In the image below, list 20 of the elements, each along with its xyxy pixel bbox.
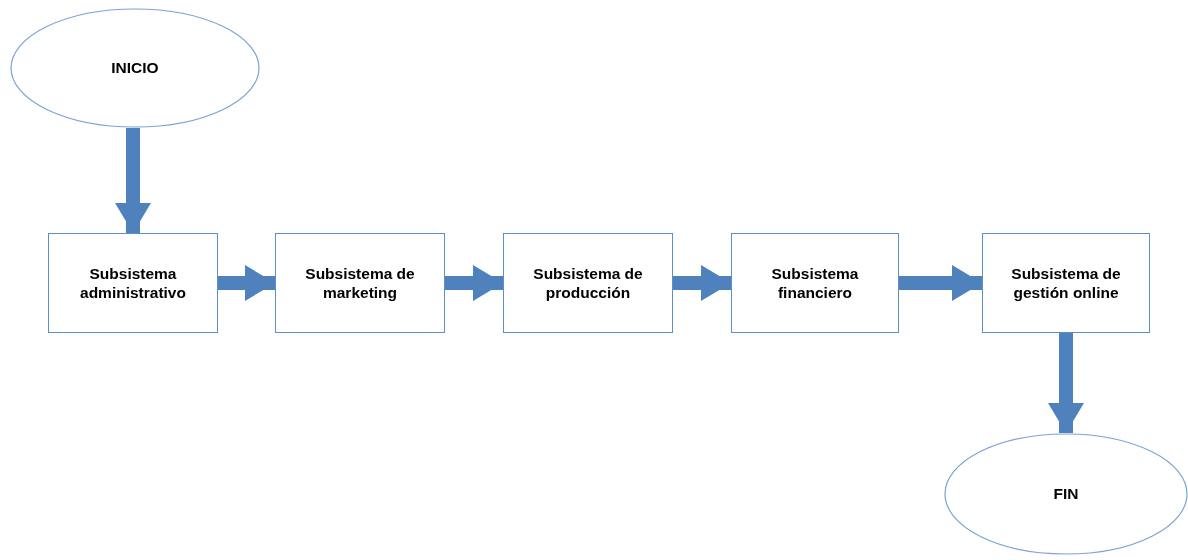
process-box xyxy=(48,233,218,333)
node-label: Subsistema de marketing xyxy=(304,263,416,303)
process-box xyxy=(503,233,673,333)
arrow xyxy=(899,265,982,301)
node-label: INICIO xyxy=(110,58,160,78)
arrow xyxy=(1048,333,1084,433)
node-label: Subsistema de gestión online xyxy=(1010,263,1122,303)
node-label: Subsistema financiero xyxy=(770,263,860,303)
arrow xyxy=(218,265,275,301)
process-box xyxy=(982,233,1150,333)
arrow xyxy=(115,128,151,233)
terminal-ellipse xyxy=(10,8,260,128)
arrow xyxy=(445,265,503,301)
process-box xyxy=(275,233,445,333)
node-label: FIN xyxy=(1052,484,1080,504)
arrow xyxy=(673,265,731,301)
node-label: Subsistema administrativo xyxy=(79,263,187,303)
process-box xyxy=(731,233,899,333)
terminal-ellipse xyxy=(944,433,1188,555)
node-label: Subsistema de producción xyxy=(532,263,644,303)
